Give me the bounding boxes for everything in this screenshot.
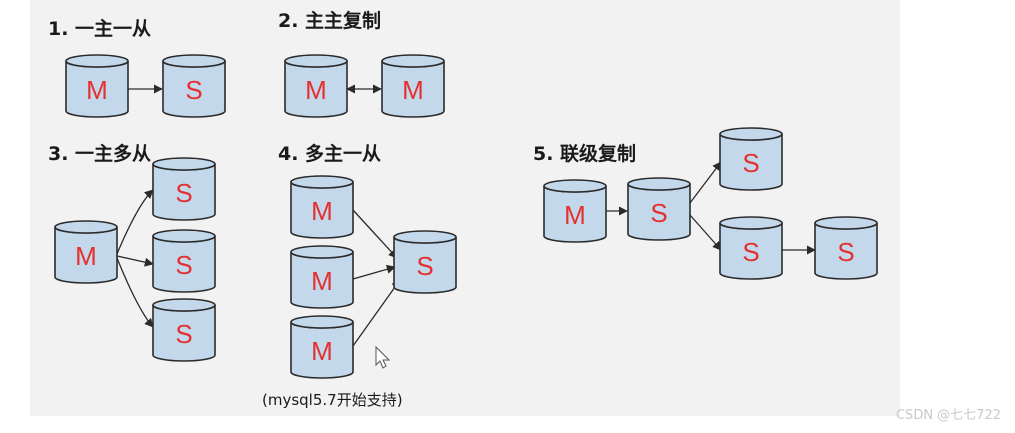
db-4-master-b: M: [290, 245, 354, 309]
database-lid: [290, 245, 354, 259]
master-label: M: [75, 241, 97, 271]
db-1-master: M: [65, 54, 129, 118]
db-5-master: M: [543, 179, 607, 243]
database-lid: [381, 54, 445, 68]
watermark: CSDN @七七722: [895, 408, 1001, 423]
db-2-master-b: M: [381, 54, 445, 118]
database-lid: [284, 54, 348, 68]
master-label: M: [86, 75, 108, 105]
slave-label: S: [650, 198, 667, 228]
slave-label: S: [416, 251, 433, 281]
master-label: M: [402, 75, 424, 105]
db-4-master-a: M: [290, 175, 354, 239]
title-one-master-multi-slave: 3. 一主多从: [48, 142, 151, 165]
db-1-slave: S: [162, 54, 226, 118]
db-5-slave-end: S: [814, 216, 878, 280]
mouse-cursor-icon: [375, 345, 391, 369]
arrow-5c: [689, 214, 722, 251]
arrow-3b: [116, 255, 154, 267]
db-3-slave-c: S: [152, 298, 216, 362]
database-lid: [54, 220, 118, 234]
master-label: M: [305, 75, 327, 105]
database-lid: [290, 315, 354, 329]
arrow-4c: [352, 279, 401, 347]
arrow-5b: [689, 161, 722, 204]
database-lid: [543, 179, 607, 193]
db-3-slave-b: S: [152, 229, 216, 293]
slave-label: S: [175, 319, 192, 349]
database-lid: [290, 175, 354, 189]
title-one-master-one-slave: 1. 一主一从: [48, 18, 151, 40]
arrow-4b: [352, 264, 396, 280]
slave-label: S: [837, 237, 854, 267]
database-lid: [814, 216, 878, 230]
database-lid: [152, 229, 216, 243]
db-5-slave-mid: S: [719, 216, 783, 280]
title-master-master: 2. 主主复制: [278, 9, 381, 32]
db-5-slave-top: S: [719, 127, 783, 191]
database-lid: [152, 157, 216, 171]
slave-label: S: [175, 178, 192, 208]
master-label: M: [311, 336, 333, 366]
database-nodes: M S M M M S S S M M M S M S S S S: [54, 54, 878, 379]
db-5-slave-relay: S: [627, 177, 691, 241]
mysql-version-note: (mysql5.7开始支持): [262, 391, 403, 409]
slave-label: S: [742, 148, 759, 178]
database-lid: [162, 54, 226, 68]
arrow-3a: [116, 189, 154, 255]
db-3-master: M: [54, 220, 118, 284]
slave-label: S: [742, 237, 759, 267]
title-multi-master-one-slave: 4. 多主一从: [278, 142, 381, 165]
db-2-master-a: M: [284, 54, 348, 118]
master-label: M: [311, 266, 333, 296]
arrow-3c: [116, 257, 154, 328]
database-lid: [393, 230, 457, 244]
slave-label: S: [185, 75, 202, 105]
master-label: M: [311, 196, 333, 226]
arrows: [116, 84, 816, 347]
database-lid: [719, 127, 783, 141]
arrow-4a: [352, 209, 398, 259]
database-lid: [627, 177, 691, 191]
database-lid: [719, 216, 783, 230]
database-lid: [65, 54, 129, 68]
db-3-slave-a: S: [152, 157, 216, 221]
db-4-slave: S: [393, 230, 457, 294]
database-lid: [152, 298, 216, 312]
master-label: M: [564, 200, 586, 230]
db-4-master-c: M: [290, 315, 354, 379]
slave-label: S: [175, 250, 192, 280]
title-cascade-replication: 5. 联级复制: [533, 142, 636, 165]
